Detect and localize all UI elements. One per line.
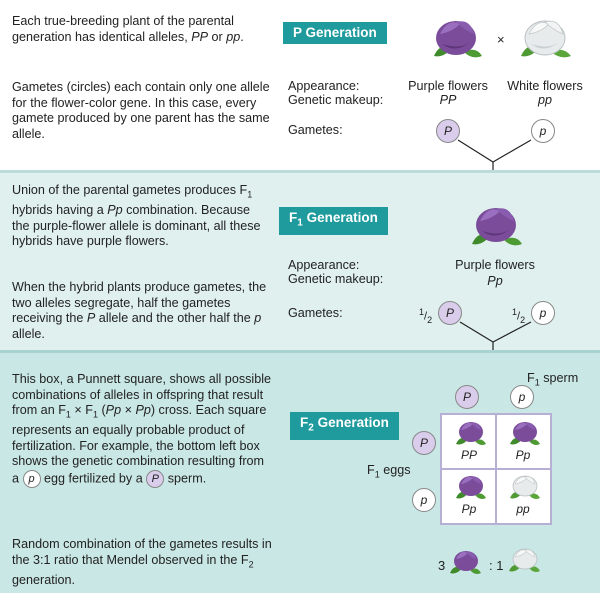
- punnett-description: This box, a Punnett square, shows all po…: [12, 372, 274, 488]
- f1-generation-panel: [0, 170, 600, 350]
- cell-genotype: pp: [516, 502, 530, 516]
- purple-flower-icon: [510, 422, 540, 445]
- f1-badge-rest: Generation: [302, 210, 378, 225]
- f1-half-right: 1/2: [512, 307, 526, 325]
- ratio-purple-flower-icon: [450, 551, 481, 574]
- ratio-one: : 1: [489, 558, 504, 573]
- purple-flower-icon: [456, 476, 486, 499]
- punnett-cell-Pp-bottom: Pp: [442, 469, 496, 523]
- f1-badge-f: F: [289, 210, 298, 225]
- f1-badge-sub: 1: [297, 217, 303, 229]
- white-flower-icon: [510, 475, 540, 499]
- f1-purple-flower-icon: [472, 208, 522, 246]
- punnett-grid-lines: [442, 415, 550, 523]
- f2-badge-f: F: [300, 415, 309, 430]
- f1-eggs-label: F1 eggs: [367, 463, 411, 482]
- f1-sperm-label: F1 sperm: [527, 371, 578, 390]
- f1-makeup: Pp: [487, 274, 503, 288]
- punnett-cell-pp: pp: [496, 469, 550, 523]
- p-gen-gametes-description: Gametes (circles) each contain only one …: [12, 80, 270, 141]
- p-makeup-label: Genetic makeup:: [288, 93, 384, 107]
- punnett-cell-PP: PP: [442, 415, 496, 469]
- f1-generation-badge: F1 Generation: [279, 207, 388, 235]
- cell-genotype: Pp: [515, 448, 531, 462]
- f2-badge-rest: Generation: [313, 415, 389, 430]
- ratio-description: Random combination of the gametes result…: [12, 537, 272, 587]
- p-appearance-label: Appearance:: [288, 79, 360, 93]
- f1-gamete-white: p: [531, 301, 555, 325]
- egg-gamete-P: P: [412, 431, 436, 455]
- inline-gamete-p: p: [22, 469, 41, 488]
- purple-flower-icon: [434, 21, 482, 58]
- purple-makeup: PP: [439, 93, 457, 107]
- f1-to-f2-arrow: [459, 321, 532, 374]
- cell-genotype: PP: [460, 448, 477, 462]
- f1-half-left: 1/2: [419, 307, 433, 325]
- f1-gamete-purple: P: [438, 301, 462, 325]
- punnett-square: PP Pp Pp: [440, 413, 552, 525]
- sperm-sub: 1: [534, 377, 540, 388]
- p-gamete-purple: P: [436, 119, 460, 143]
- f1-makeup-label: Genetic makeup:: [288, 272, 384, 286]
- eggs-f: F: [367, 463, 375, 477]
- white-flower-icon: [521, 20, 571, 58]
- p-gen-description: Each true-breeding plant of the parental…: [12, 14, 244, 44]
- egg-gamete-p: p: [412, 488, 436, 512]
- white-appearance: White flowers: [507, 79, 583, 93]
- sperm-f: F: [527, 371, 535, 385]
- purple-flower-icon: [456, 422, 486, 445]
- cross-symbol: ×: [497, 32, 505, 47]
- f2-generation-badge: F2 Generation: [290, 412, 399, 440]
- inline-gamete-P: P: [146, 469, 165, 488]
- cell-genotype: Pp: [461, 502, 477, 516]
- white-makeup: pp: [537, 93, 552, 107]
- p-generation-badge: P Generation: [283, 22, 387, 44]
- sperm-rest: sperm: [539, 371, 579, 385]
- sperm-gamete-p: p: [510, 385, 534, 409]
- f1-gametes-label: Gametes:: [288, 306, 343, 320]
- eggs-rest: eggs: [379, 463, 411, 477]
- purple-appearance: Purple flowers: [408, 79, 488, 93]
- f1-appearance-label: Appearance:: [288, 258, 360, 272]
- eggs-sub: 1: [374, 469, 380, 480]
- f1-gametes-description: When the hybrid plants produce gametes, …: [12, 280, 267, 341]
- punnett-cell-Pp-top: Pp: [496, 415, 550, 469]
- p-gametes-label: Gametes:: [288, 123, 343, 137]
- ratio-three: 3: [438, 558, 446, 573]
- f2-badge-sub: 2: [308, 422, 314, 434]
- f1-appearance: Purple flowers: [455, 258, 535, 272]
- sperm-gamete-P: P: [455, 385, 479, 409]
- f1-description: Union of the parental gametes produces F…: [12, 183, 261, 249]
- p-gamete-white: p: [531, 119, 555, 143]
- ratio-white-flower-icon: [509, 548, 540, 572]
